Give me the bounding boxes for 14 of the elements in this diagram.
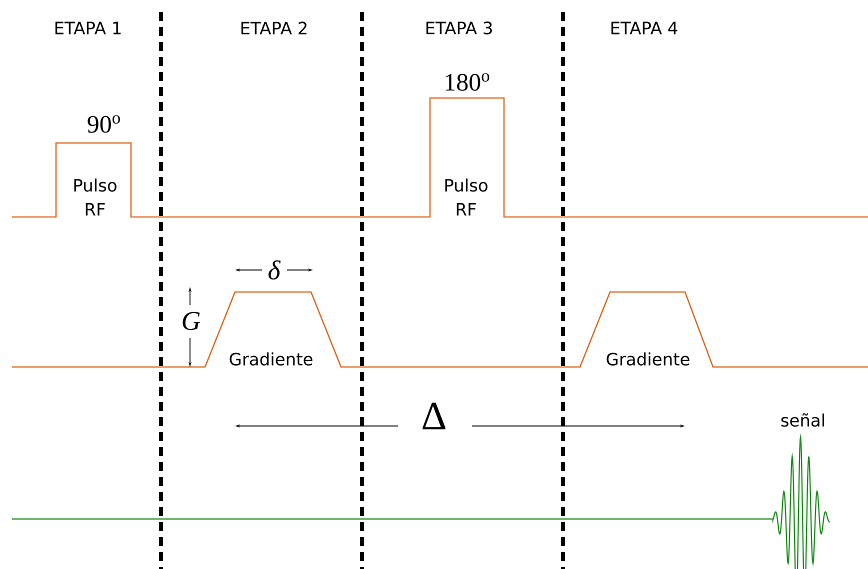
pulse-label: Pulso RF — [445, 178, 488, 216]
delta-symbol: δ — [268, 260, 281, 280]
pulse-label: Pulso RF — [74, 178, 116, 216]
angle-label: 90$^{o}$ — [88, 115, 120, 133]
gradient-symbol: G — [182, 312, 200, 330]
angle-label: 180$^{o}$ — [446, 73, 490, 91]
signal-label: señal — [781, 413, 824, 427]
stage-label: ETAPA 2 — [241, 22, 307, 34]
stage-label: ETAPA 3 — [426, 22, 492, 34]
delta-symbol: Δ — [422, 402, 446, 430]
gradient-label: Gradiente — [230, 352, 312, 366]
stage-label: ETAPA 4 — [611, 22, 678, 34]
stage-label: ETAPA 1 — [55, 22, 121, 34]
gradient-label: Gradiente — [606, 352, 690, 366]
